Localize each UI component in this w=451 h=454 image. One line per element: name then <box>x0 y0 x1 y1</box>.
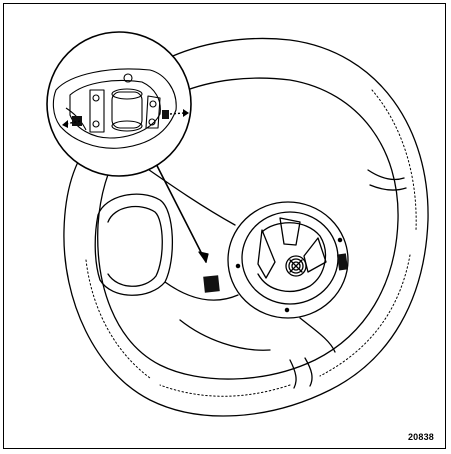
hub-spoke-top <box>279 217 301 246</box>
clip-left <box>203 275 220 293</box>
left-spoke-pad <box>94 193 173 296</box>
hub-rim-inner-ring <box>257 222 327 292</box>
lower-spoke-left <box>179 319 271 351</box>
rim-stitch-left <box>85 259 151 379</box>
hub-screw-1 <box>235 263 241 269</box>
airbag-inflator <box>111 91 143 129</box>
lower-spoke-right <box>299 317 336 353</box>
airbag-housing <box>52 68 177 149</box>
left-spoke-lower <box>164 281 239 301</box>
detail-clip-right <box>162 110 169 119</box>
bracket-left <box>89 89 105 133</box>
hub-spoke-right <box>303 237 327 273</box>
airbag-housing-inner <box>69 79 161 139</box>
bracket-right <box>145 95 161 129</box>
hub-housing-outer <box>227 201 349 319</box>
rim-grip-right-2 <box>369 184 407 191</box>
column-nut <box>285 255 307 277</box>
rim-grip-right <box>367 169 405 181</box>
rim-stitch-lower <box>159 384 291 397</box>
leader-arrow-line <box>147 147 207 263</box>
rim-grip-bottom <box>289 359 297 389</box>
figure-number: 20838 <box>407 432 434 442</box>
detail-arrow-right-head <box>183 109 189 117</box>
rim-stitch-lower-right <box>319 254 411 377</box>
rim-stitch-right <box>371 89 417 231</box>
hub-screw-2 <box>284 307 290 313</box>
clip-right <box>336 253 349 271</box>
detail-arrow-left-head <box>62 120 68 128</box>
rim-grip-bottom-2 <box>304 357 313 387</box>
leader-arrow-head <box>198 251 209 263</box>
hub-screw-3 <box>337 237 343 243</box>
wheel-rim-outer <box>63 37 429 417</box>
hub-spoke-left <box>257 229 276 279</box>
wheel-rim-inner <box>97 77 399 380</box>
left-spoke-pad-inner <box>107 205 163 287</box>
detail-clip-left <box>72 116 82 126</box>
detail-magnifier <box>46 31 192 177</box>
